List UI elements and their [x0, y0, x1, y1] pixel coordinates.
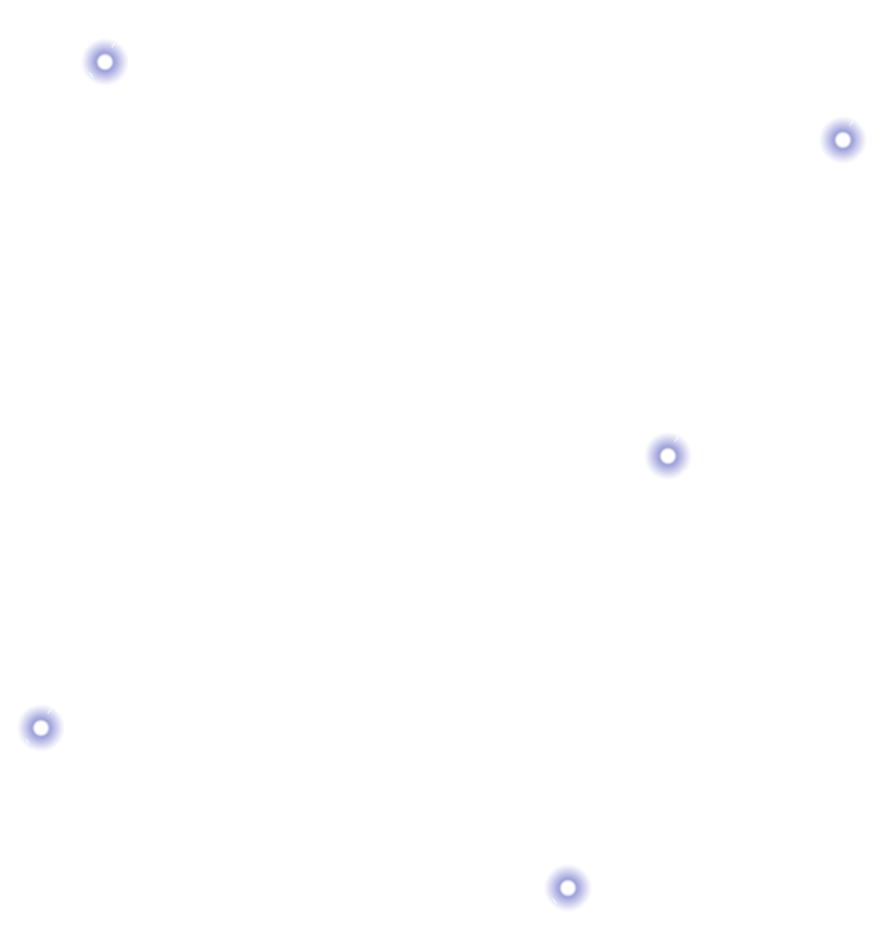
sparkle-core: [837, 134, 849, 146]
sparkle-core: [99, 56, 111, 68]
sparkle-core: [35, 722, 47, 734]
sparkle-icon: [81, 38, 129, 86]
sparkle-ray: [552, 898, 557, 904]
sparkle-core: [562, 882, 574, 894]
sparkle-icon: [17, 704, 65, 752]
sparkle-ray: [581, 901, 588, 905]
sparkle-ray: [111, 42, 116, 48]
sparkle-ray: [25, 738, 30, 744]
sparkle-ray: [89, 72, 94, 78]
sparkle-ray: [681, 469, 688, 473]
sparkle-icon: [544, 864, 592, 912]
sparkle-ray: [674, 436, 679, 442]
sparkle-icon: [819, 116, 867, 164]
sparkle-ray: [47, 708, 52, 714]
sparkle-core: [662, 450, 674, 462]
sparkle-ray: [856, 153, 863, 157]
sparkle-icon: [644, 432, 692, 480]
sparkle-ray: [849, 120, 854, 126]
